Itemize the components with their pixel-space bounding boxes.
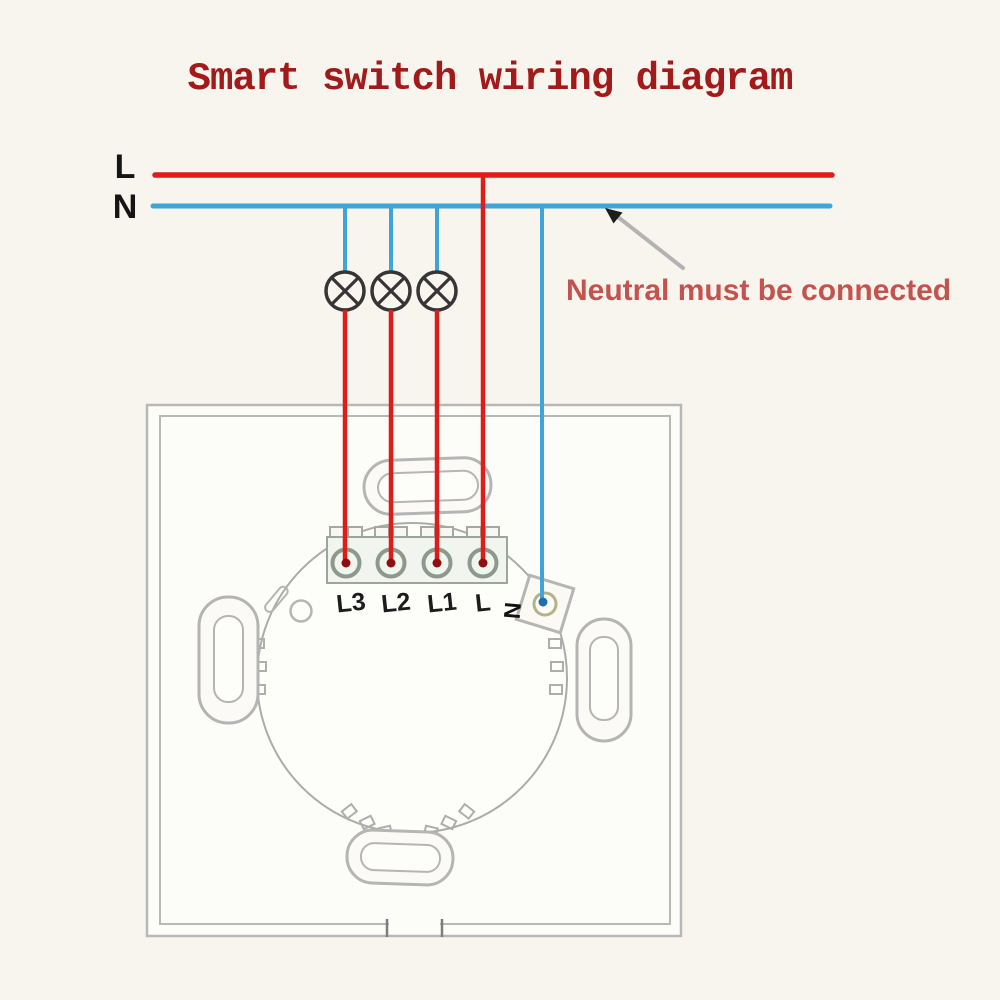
terminal-label-l3: L3 [334,587,367,619]
terminal-label-l1: L1 [425,587,458,619]
wire-end-dots [341,558,548,607]
bottom-notch-gap [389,921,440,927]
diagram-title: Smart switch wiring diagram [187,57,794,101]
keyhole-slot-right [575,617,633,743]
lamp3-symbol [416,270,458,312]
keyhole-slot-left [197,595,260,725]
slanted-slot [264,585,289,613]
neutral-bus-label: N [112,188,138,226]
annotation-arrow-icon [605,208,685,270]
terminal-block [326,526,508,584]
indicator-circle [289,599,313,623]
neutral-terminal-label: N [498,601,527,620]
live-bus-label: L [114,148,136,186]
terminal-label-l2: L2 [379,587,412,619]
screw-slot-bottom [345,828,455,887]
lamp1-symbol [324,270,366,312]
lamp2-symbol [370,270,412,312]
screw-slot-top [362,456,493,516]
neutral-annotation: Neutral must be connected [566,274,952,307]
